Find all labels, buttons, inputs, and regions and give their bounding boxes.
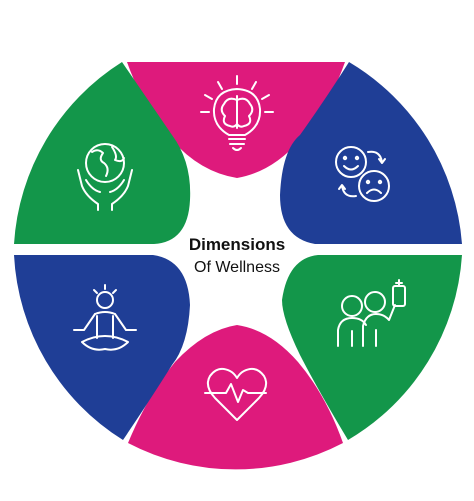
- brain-lightbulb-icon: [200, 75, 274, 151]
- meditation-icon: [73, 284, 137, 351]
- globe-hands-icon: [77, 143, 133, 211]
- friends-selfie-icon: [337, 279, 406, 347]
- heart-pulse-icon: [204, 367, 268, 421]
- segment-emotional: [280, 62, 462, 244]
- center-title: Dimensions: [189, 235, 285, 254]
- center-subtitle: Of Wellness: [194, 259, 280, 276]
- happy-sad-faces-icon: [335, 146, 390, 202]
- segment-spiritual: [14, 255, 190, 440]
- segment-social: [282, 255, 462, 440]
